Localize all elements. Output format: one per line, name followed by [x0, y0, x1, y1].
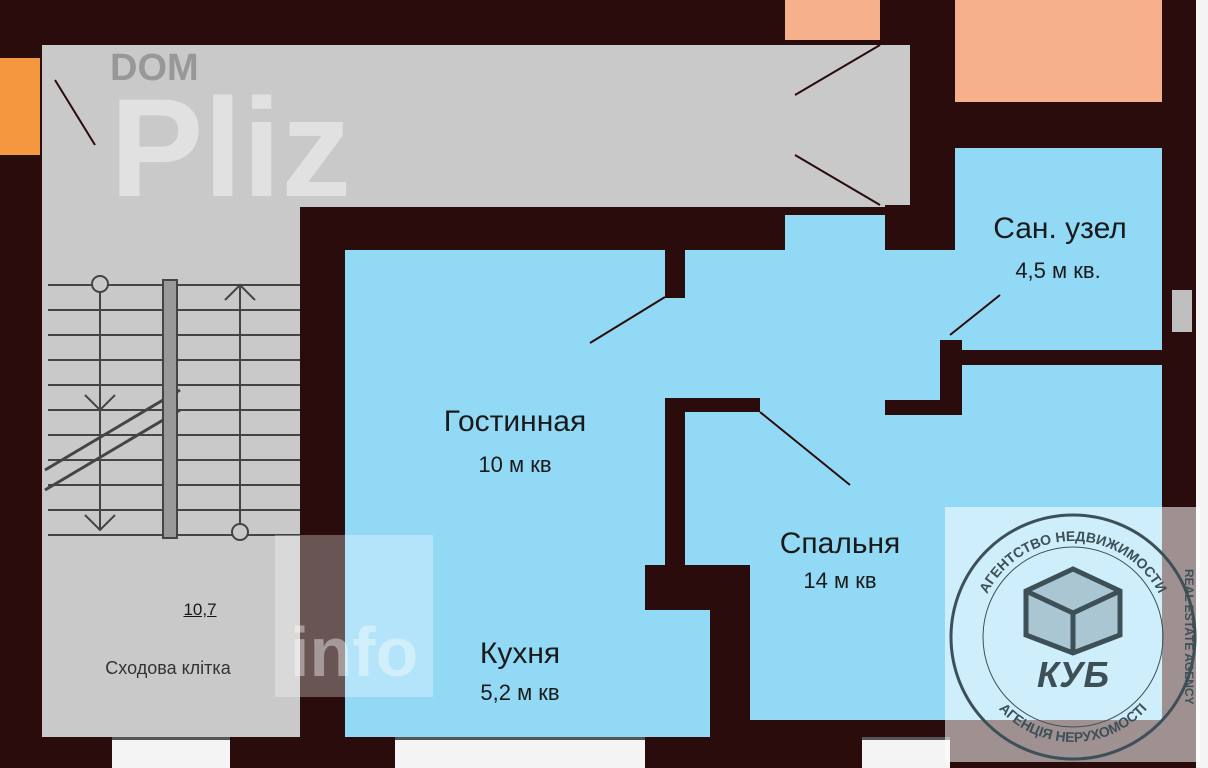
neighbor-area-top-right — [955, 0, 1162, 102]
agency-stamp: АГЕНТСТВО НЕДВИЖИМОСТИ АГЕНЦІЯ НЕРУХОМОС… — [945, 507, 1200, 762]
wall-bedroom-top — [665, 398, 760, 412]
wall-bath-bottom — [955, 350, 1162, 365]
watermark-box — [275, 535, 433, 697]
stairwell-area: 10,7 — [183, 600, 217, 619]
bathroom-door-zone — [940, 250, 960, 340]
watermark-info: info — [290, 613, 419, 691]
maze-cube-icon — [1023, 566, 1123, 656]
living-room — [345, 250, 665, 737]
corridor — [42, 45, 910, 207]
kitchen-extension — [665, 610, 710, 737]
kitchen-area: 5,2 м кв — [480, 680, 560, 705]
bedroom-area: 14 м кв — [803, 568, 877, 593]
window-bedroom — [862, 737, 950, 768]
neighbor-area-top — [785, 0, 880, 40]
living-room-name: Гостинная — [443, 405, 587, 438]
hall-upper — [785, 215, 885, 255]
radiator — [1172, 290, 1192, 332]
window-kitchen — [395, 737, 645, 768]
watermark-dom: DOM — [110, 47, 199, 89]
living-room-area: 10 м кв — [478, 452, 552, 477]
wall-bath-door — [885, 205, 945, 250]
bathroom — [955, 148, 1162, 350]
stamp-bottom-text: АГЕНЦІЯ НЕРУХОМОСТІ — [996, 700, 1149, 745]
wall-kitchen-bedroom — [710, 565, 750, 737]
window-stairwell — [112, 737, 230, 768]
stamp-right-text: REAL ESTATE AGENCY — [1182, 569, 1196, 705]
stamp-logo: КУБ — [1037, 654, 1109, 695]
wall-living-top — [665, 250, 685, 298]
wall-bedroom — [665, 400, 685, 585]
stairwell-name: Сходова клітка — [105, 658, 231, 678]
wall-bath-stub — [885, 400, 955, 415]
bathroom-area: 4,5 м кв. — [1015, 258, 1101, 283]
bathroom-name: Сан. узел — [993, 212, 1127, 245]
kitchen-name: Кухня — [479, 637, 561, 670]
watermark-pliz: Pliz — [110, 69, 352, 226]
neighbor-area-left — [0, 58, 40, 155]
bedroom-name: Спальня — [779, 527, 901, 560]
